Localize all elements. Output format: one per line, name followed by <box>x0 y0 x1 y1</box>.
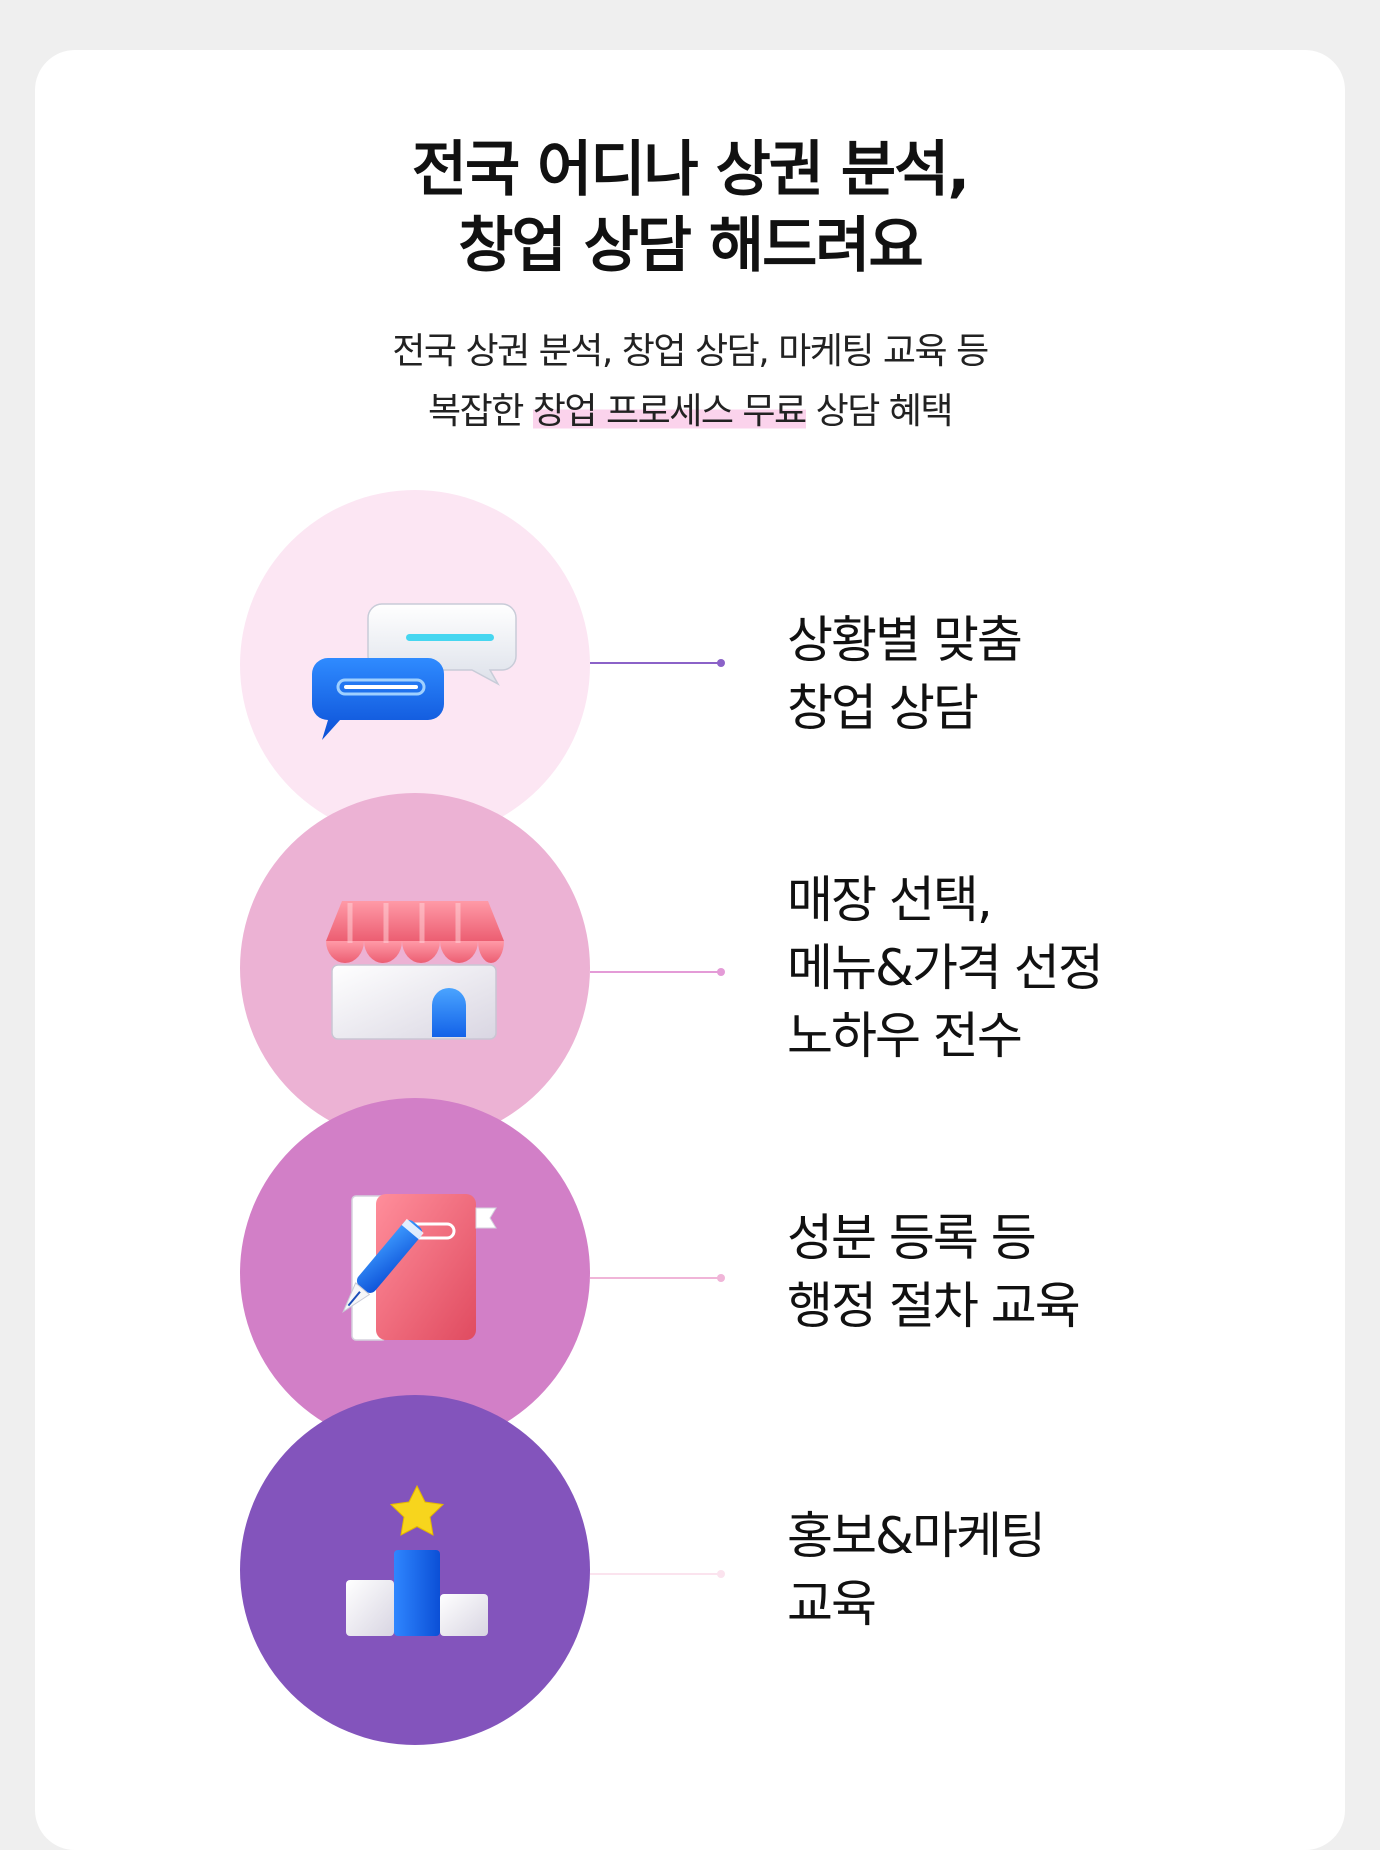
connector-line-3 <box>590 1274 725 1282</box>
step-3-text: 성분 등록 등 행정 절차 교육 <box>787 1204 1081 1340</box>
step-3-line-2: 행정 절차 교육 <box>787 1277 1081 1335</box>
subtitle-line-2: 복잡한 창업 프로세스 무료 상담 혜택 <box>0 382 1380 442</box>
step-3-line-1: 성분 등록 등 <box>787 1209 1037 1267</box>
connector-line-2 <box>590 968 725 976</box>
page-title: 전국 어디나 상권 분석, 창업 상담 해드려요 <box>0 132 1380 284</box>
step-1-text: 상황별 맞춤 창업 상담 <box>787 606 1023 742</box>
connector-dot-3 <box>717 1274 725 1282</box>
step-2-line-3: 노하우 전수 <box>787 1007 1023 1065</box>
subtitle-line-2-start: 복잡한 <box>427 391 533 432</box>
connector-line-4 <box>590 1570 725 1578</box>
subtitle-line-2-end: 상담 혜택 <box>805 391 954 432</box>
subtitle-line-1: 전국 상권 분석, 창업 상담, 마케팅 교육 등 <box>392 331 989 372</box>
notebook-pen-icon <box>342 1194 497 1341</box>
step-2-line-2: 메뉴&가격 선정 <box>787 939 1104 997</box>
page-subtitle: 전국 상권 분석, 창업 상담, 마케팅 교육 등 복잡한 창업 프로세스 무료… <box>0 322 1380 442</box>
connector-dot-1 <box>717 659 725 667</box>
chat-bubbles-icon <box>312 603 517 740</box>
connector-dot-4 <box>717 1570 725 1578</box>
title-line-2: 창업 상담 해드려요 <box>458 211 923 281</box>
content-card <box>35 50 1345 1850</box>
storefront-icon <box>326 901 504 1040</box>
step-1-line-2: 창업 상담 <box>787 679 979 737</box>
step-1-line-1: 상황별 맞춤 <box>787 611 1023 669</box>
subtitle-highlight: 창업 프로세스 무료 <box>532 391 807 432</box>
podium-star-icon <box>346 1484 488 1636</box>
step-4-text: 홍보&마케팅 교육 <box>787 1502 1046 1638</box>
title-line-1: 전국 어디나 상권 분석, <box>411 135 970 205</box>
step-2-line-1: 매장 선택, <box>787 871 993 929</box>
connector-dot-2 <box>717 968 725 976</box>
step-4-line-2: 교육 <box>787 1575 877 1633</box>
step-4-line-1: 홍보&마케팅 <box>787 1507 1046 1565</box>
connector-line-1 <box>590 659 725 667</box>
step-2-text: 매장 선택, 메뉴&가격 선정 노하우 전수 <box>787 866 1104 1070</box>
